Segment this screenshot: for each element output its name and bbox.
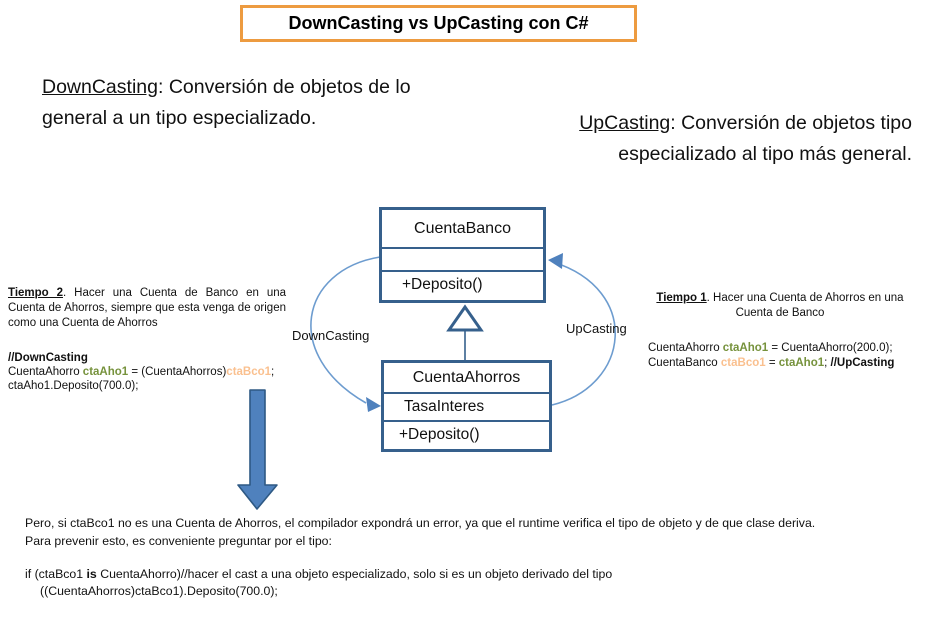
upcasting-arc-label: UpCasting [566,321,627,336]
code-comment-upcasting: //UpCasting [830,356,895,369]
uml-child-attribute: TasaInteres [384,394,549,422]
code-text: ; [271,366,275,379]
tiempo2-text: . Hacer una Cuenta de Banco en una Cuent… [8,287,286,329]
code-text: = [765,356,779,369]
footer-code-line2: ((CuentaAhorros)ctaBco1).Deposito(700.0)… [40,584,278,598]
downcasting-code-line3: ctaAho1.Deposito(700.0); [8,380,139,393]
uml-parent-name: CuentaBanco [382,210,543,249]
tiempo2-heading: Tiempo 2 [8,287,64,299]
slide-title-box: DownCasting vs UpCasting con C# [240,5,637,42]
inheritance-triangle-icon [446,304,484,332]
code-text: = CuentaAhorro(200.0); [768,342,893,354]
upcasting-rest: : Conversión de objetos tipo [670,112,912,134]
upcasting-definition-line2: especializado al tipo más general. [618,143,912,165]
footer-code-block: if (ctaBco1 is CuentaAhorro)//hacer el c… [25,566,612,600]
downcasting-definition-line2: general a un tipo especializado. [42,107,317,129]
code-token-ctaaho1: ctaAho1 [82,366,129,379]
downcasting-term: DownCasting [42,76,158,98]
upcasting-term: UpCasting [579,112,671,134]
downcasting-arc-label: DownCasting [292,328,370,343]
code-text: CuentaAhorro [648,342,723,354]
code-text: ; [824,356,831,369]
downcasting-arrowhead-icon [366,397,381,412]
tiempo1-heading: Tiempo 1 [656,292,707,304]
uml-child-name: CuentaAhorros [384,363,549,394]
downcasting-code-comment: //DownCasting [8,352,88,364]
code-token-ctabco1: ctaBco1 [720,356,766,369]
downcasting-rest: : Conversión de objetos de lo [157,76,411,98]
upcasting-arrowhead-icon [548,253,563,269]
tiempo1-paragraph: Tiempo 1. Hacer una Cuenta de Ahorros en… [646,291,914,321]
tiempo2-paragraph: Tiempo 2. Hacer una Cuenta de Banco en u… [8,286,286,331]
tiempo1-text: . Hacer una Cuenta de Ahorros en una Cue… [706,292,904,319]
code-token-ctabco1: ctaBco1 [226,366,272,379]
upcasting-code-line2: CuentaBanco ctaBco1 = ctaAho1; //UpCasti… [648,356,923,371]
footer-note: Pero, si ctaBco1 no es una Cuenta de Aho… [25,514,815,550]
uml-parent-method: +Deposito() [402,276,483,293]
uml-class-cuentabanco: CuentaBanco +Deposito() [379,207,546,303]
upcasting-code-line1: CuentaAhorro ctaAho1 = CuentaAhorro(200.… [648,341,923,356]
downcasting-code-block: //DownCasting CuentaAhorro ctaAho1 = (Cu… [8,351,298,394]
slide-title: DownCasting vs UpCasting con C# [288,13,589,33]
big-down-arrow-icon [237,389,278,510]
code-text: CuentaBanco [648,356,721,369]
downcasting-definition-line1: DownCasting: Conversión de objetos de lo [42,72,492,103]
code-text: if (ctaBco1 [25,567,87,581]
code-token-ctaaho1: ctaAho1 [722,342,769,354]
uml-class-cuentaahorros: CuentaAhorros TasaInteres +Deposito() [381,360,552,452]
code-text: CuentaAhorro [8,366,83,379]
code-text: = (CuentaAhorros) [128,366,227,379]
footer-code-line1: if (ctaBco1 is CuentaAhorro)//hacer el c… [25,566,612,583]
upcasting-code-block: CuentaAhorro ctaAho1 = CuentaAhorro(200.… [648,341,923,370]
code-keyword-is: is [86,567,97,581]
uml-child-method: +Deposito() [399,425,480,443]
upcasting-definition-line1: UpCasting: Conversión de objetos tipo [470,108,912,139]
footer-note-line2: Para prevenir esto, es conveniente pregu… [25,534,332,548]
downcasting-definition: DownCasting: Conversión de objetos de lo… [42,72,492,134]
uml-parent-attributes [382,249,543,272]
upcasting-definition: UpCasting: Conversión de objetos tipo es… [470,108,912,170]
downcasting-code-line2: CuentaAhorro ctaAho1 = (CuentaAhorros)ct… [8,365,298,379]
code-token-ctaaho1: ctaAho1 [778,356,825,369]
code-text: CuentaAhorro)//hacer el cast a una objet… [96,567,613,581]
footer-note-line1: Pero, si ctaBco1 no es una Cuenta de Aho… [25,516,816,530]
